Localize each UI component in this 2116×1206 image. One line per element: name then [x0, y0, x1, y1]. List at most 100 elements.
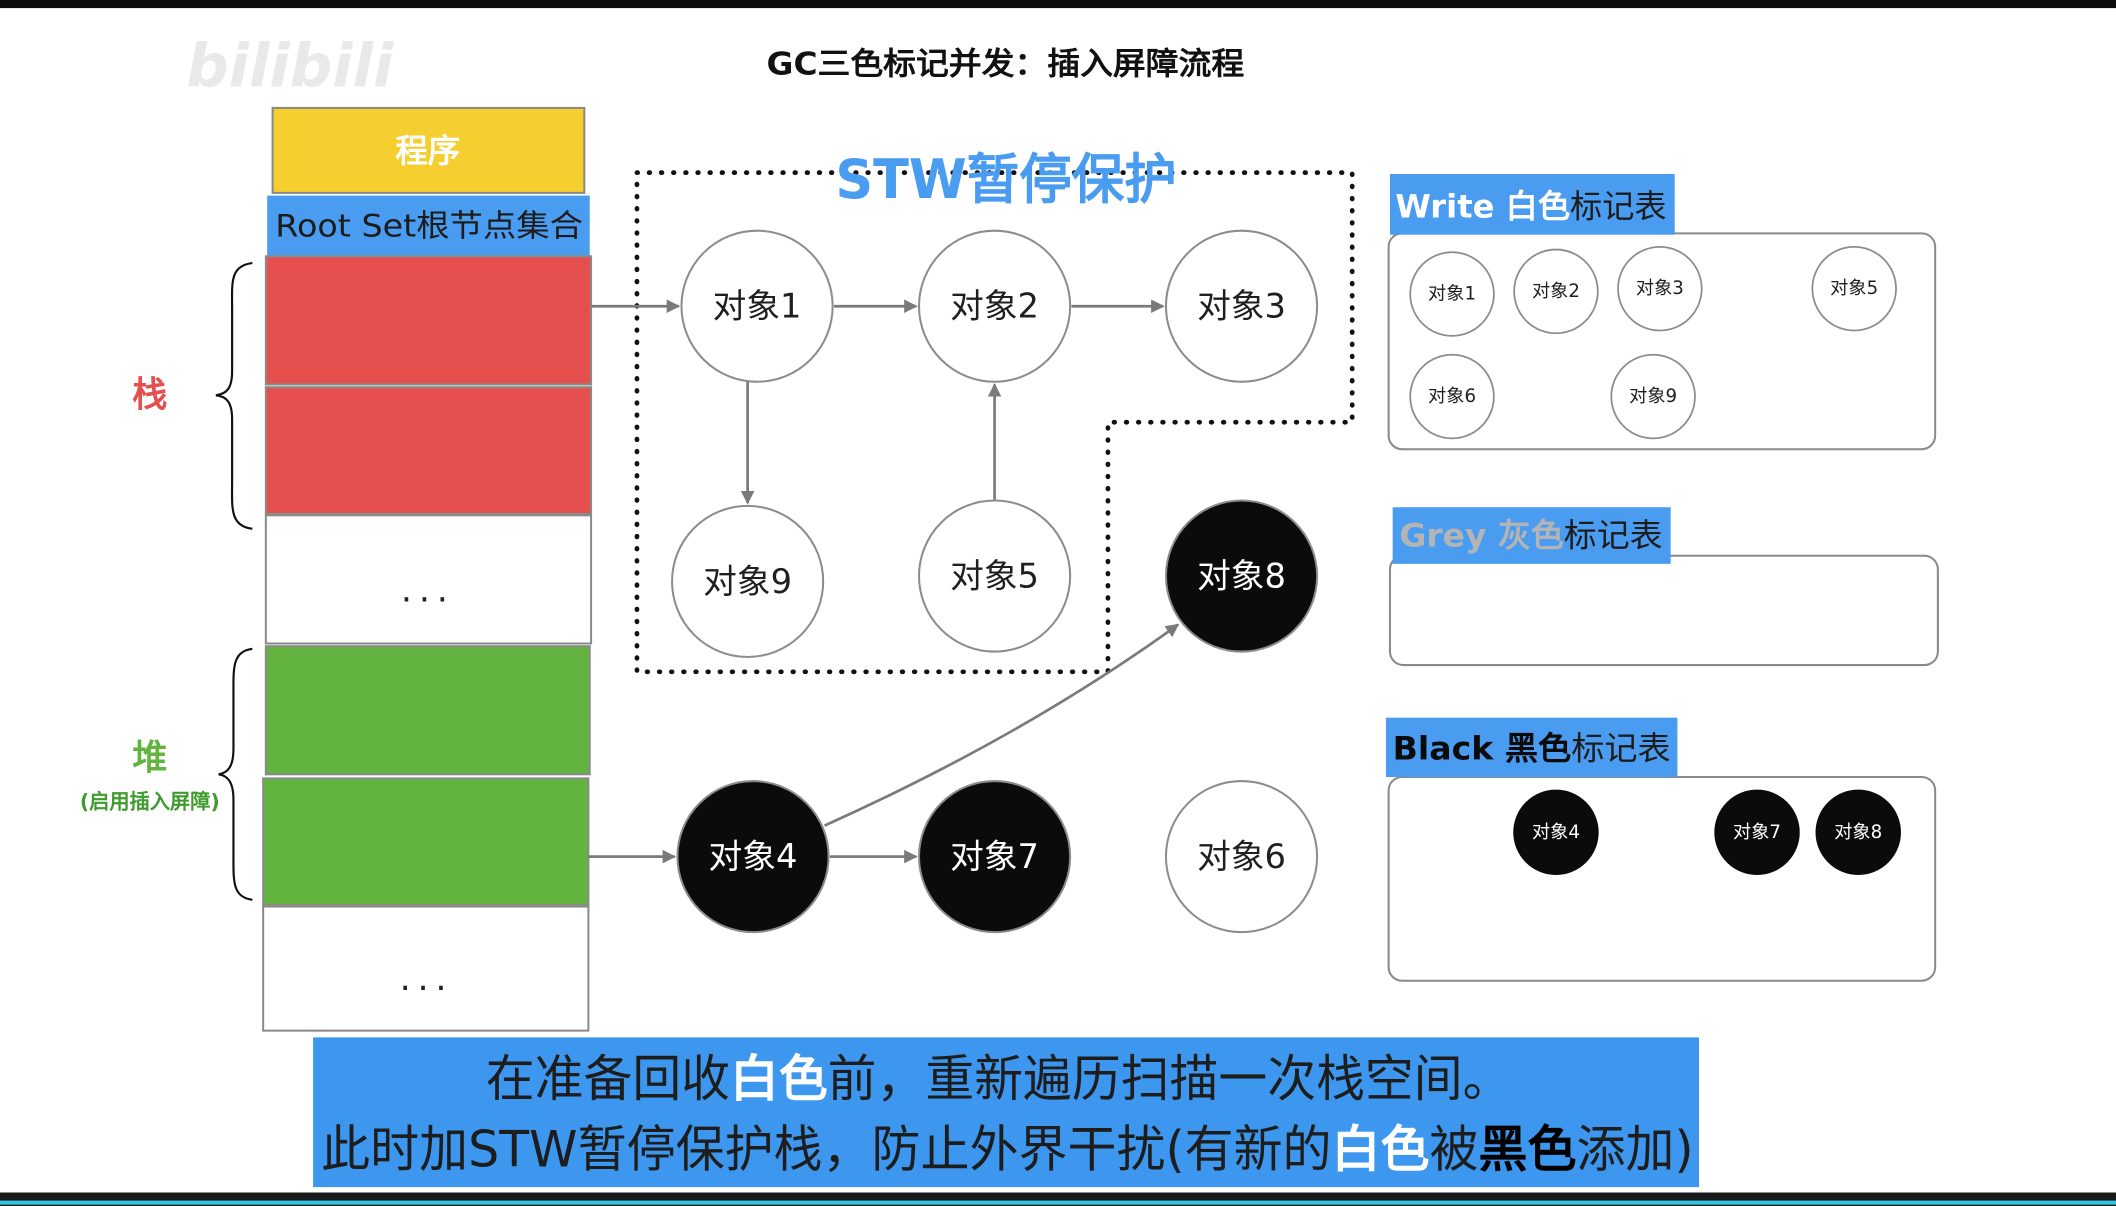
- table-item-label: 对象5: [1830, 278, 1878, 299]
- table-item-circle: [1815, 789, 1901, 876]
- object-circle: [680, 229, 834, 383]
- object-circle: [671, 504, 825, 658]
- black-table-item: 对象7: [1714, 789, 1800, 876]
- object-label: 对象9: [703, 562, 792, 601]
- table-item-label: 对象2: [1532, 281, 1580, 302]
- table-item-circle: [1409, 353, 1495, 440]
- black-mark-table: Black 黑色标记表 对象4 对象7 对象8: [1385, 717, 1937, 982]
- caption-highlight-white: 白色: [730, 1050, 828, 1108]
- object-label: 对象1: [713, 287, 802, 326]
- white-table-item: 对象9: [1610, 353, 1696, 440]
- table-item-label: 对象3: [1636, 278, 1684, 299]
- stack-label: 栈: [132, 375, 167, 416]
- object-node-9: 对象9: [671, 504, 825, 658]
- grey-table-title-colored: Grey 灰色: [1399, 517, 1563, 555]
- black-table-item: 对象4: [1513, 789, 1599, 876]
- heap-label: 堆: [132, 738, 167, 779]
- object-label: 对象5: [950, 557, 1039, 596]
- arrow-object4-to-object8: [823, 623, 1180, 827]
- heap-note: (启用插入屏障): [80, 789, 220, 813]
- heap-cell-2: [262, 777, 590, 907]
- white-table-item: 对象3: [1617, 245, 1703, 332]
- program-box: 程序: [271, 106, 586, 194]
- black-table-item: 对象8: [1815, 789, 1901, 876]
- grey-table-title-rest: 标记表: [1564, 517, 1663, 555]
- table-item-label: 对象6: [1428, 386, 1476, 407]
- video-progress-line: [0, 1200, 2116, 1205]
- stack-brace: [215, 261, 253, 530]
- table-item-label: 对象4: [1532, 822, 1580, 843]
- white-table-title-rest: 标记表: [1570, 187, 1667, 225]
- heap-cell-more: [262, 905, 590, 1032]
- object-node-5: 对象5: [917, 499, 1072, 653]
- caption-bg: [313, 1037, 1700, 1188]
- stw-region-label: STW暂停保护: [835, 148, 1176, 211]
- table-item-label: 对象8: [1834, 822, 1882, 843]
- bilibili-watermark: bilibili: [186, 31, 395, 100]
- caption-line-2: 此时加STW暂停保护栈，防止外界干扰(有新的白色被黑色添加): [321, 1120, 1693, 1178]
- caption-highlight-black: 黑色: [1479, 1120, 1577, 1178]
- object-node-6: 对象6: [1164, 780, 1319, 934]
- table-item-circle: [1513, 248, 1599, 335]
- slide-title: GC三色标记并发：插入屏障流程: [767, 47, 1245, 83]
- white-table-item: 对象6: [1409, 353, 1495, 440]
- root-set-box-bg: [267, 195, 590, 257]
- heap-ellipsis: ...: [400, 958, 454, 999]
- table-item-circle: [1811, 245, 1897, 332]
- white-table-item: 对象1: [1409, 251, 1495, 337]
- caption-box: 在准备回收白色前，重新遍历扫描一次栈空间。 此时加STW暂停保护栈，防止外界干扰…: [313, 1037, 1700, 1188]
- black-table-tab: [1385, 717, 1678, 778]
- stack-ellipsis: ...: [401, 570, 455, 611]
- object-label: 对象2: [950, 287, 1039, 326]
- black-table-title: Black 黑色标记表: [1393, 730, 1671, 768]
- object-label: 对象3: [1197, 287, 1286, 326]
- white-table-tab: [1389, 174, 1675, 235]
- caption-text: 添加): [1577, 1120, 1694, 1178]
- object-node-3: 对象3: [1164, 229, 1319, 383]
- table-item-label: 对象9: [1629, 386, 1677, 407]
- caption-text: 此时加STW暂停保护栈，防止外界干扰(有新的: [321, 1120, 1331, 1178]
- object-node-1: 对象1: [680, 229, 834, 383]
- object-node-2: 对象2: [917, 229, 1072, 383]
- white-mark-table: Write 白色标记表 对象1 对象2 对象3 对象5 对象6 对象9: [1387, 174, 1937, 451]
- stack-cell-1: [264, 255, 593, 386]
- caption-text: 在准备回收: [486, 1050, 730, 1108]
- program-label: 程序: [395, 132, 460, 170]
- caption-highlight-white: 白色: [1332, 1120, 1430, 1178]
- white-table-title-colored: Write 白色: [1395, 187, 1570, 225]
- caption-text: 前，重新遍历扫描一次栈空间。: [828, 1050, 1512, 1108]
- heap-cell-1: [264, 645, 591, 776]
- table-item-circle: [1409, 251, 1495, 337]
- table-item-circle: [1714, 789, 1800, 876]
- object-node-4: 对象4: [676, 780, 830, 934]
- black-table-title-rest: 标记表: [1571, 730, 1670, 768]
- white-table-item: 对象2: [1513, 248, 1599, 335]
- white-table-item: 对象5: [1811, 245, 1897, 332]
- object-circle: [917, 229, 1072, 383]
- table-item-label: 对象7: [1733, 822, 1781, 843]
- object-circle: [1164, 499, 1319, 653]
- object-node-7: 对象7: [917, 780, 1072, 934]
- table-item-circle: [1610, 353, 1696, 440]
- caption-text: 被: [1430, 1120, 1479, 1178]
- object-label: 对象7: [950, 837, 1039, 876]
- black-table-title-colored: Black 黑色: [1393, 730, 1572, 768]
- object-circle: [1164, 780, 1319, 934]
- stack-cell-2: [264, 386, 593, 515]
- grey-table-tab: [1392, 507, 1671, 564]
- caption-line-1: 在准备回收白色前，重新遍历扫描一次栈空间。: [486, 1050, 1512, 1108]
- grey-mark-table: Grey 灰色标记表: [1388, 507, 1939, 667]
- object-label: 对象6: [1197, 837, 1286, 876]
- object-circle: [917, 499, 1072, 653]
- stack-cell-more: [264, 514, 593, 645]
- white-table-title: Write 白色标记表: [1395, 187, 1666, 225]
- object-label: 对象8: [1197, 557, 1286, 596]
- table-item-circle: [1513, 789, 1599, 876]
- object-circle: [917, 780, 1072, 934]
- table-item-label: 对象1: [1428, 284, 1476, 305]
- table-item-circle: [1617, 245, 1703, 332]
- heap-brace: [218, 647, 253, 901]
- object-node-8: 对象8: [1164, 499, 1319, 653]
- top-frame-bar: [0, 0, 2116, 9]
